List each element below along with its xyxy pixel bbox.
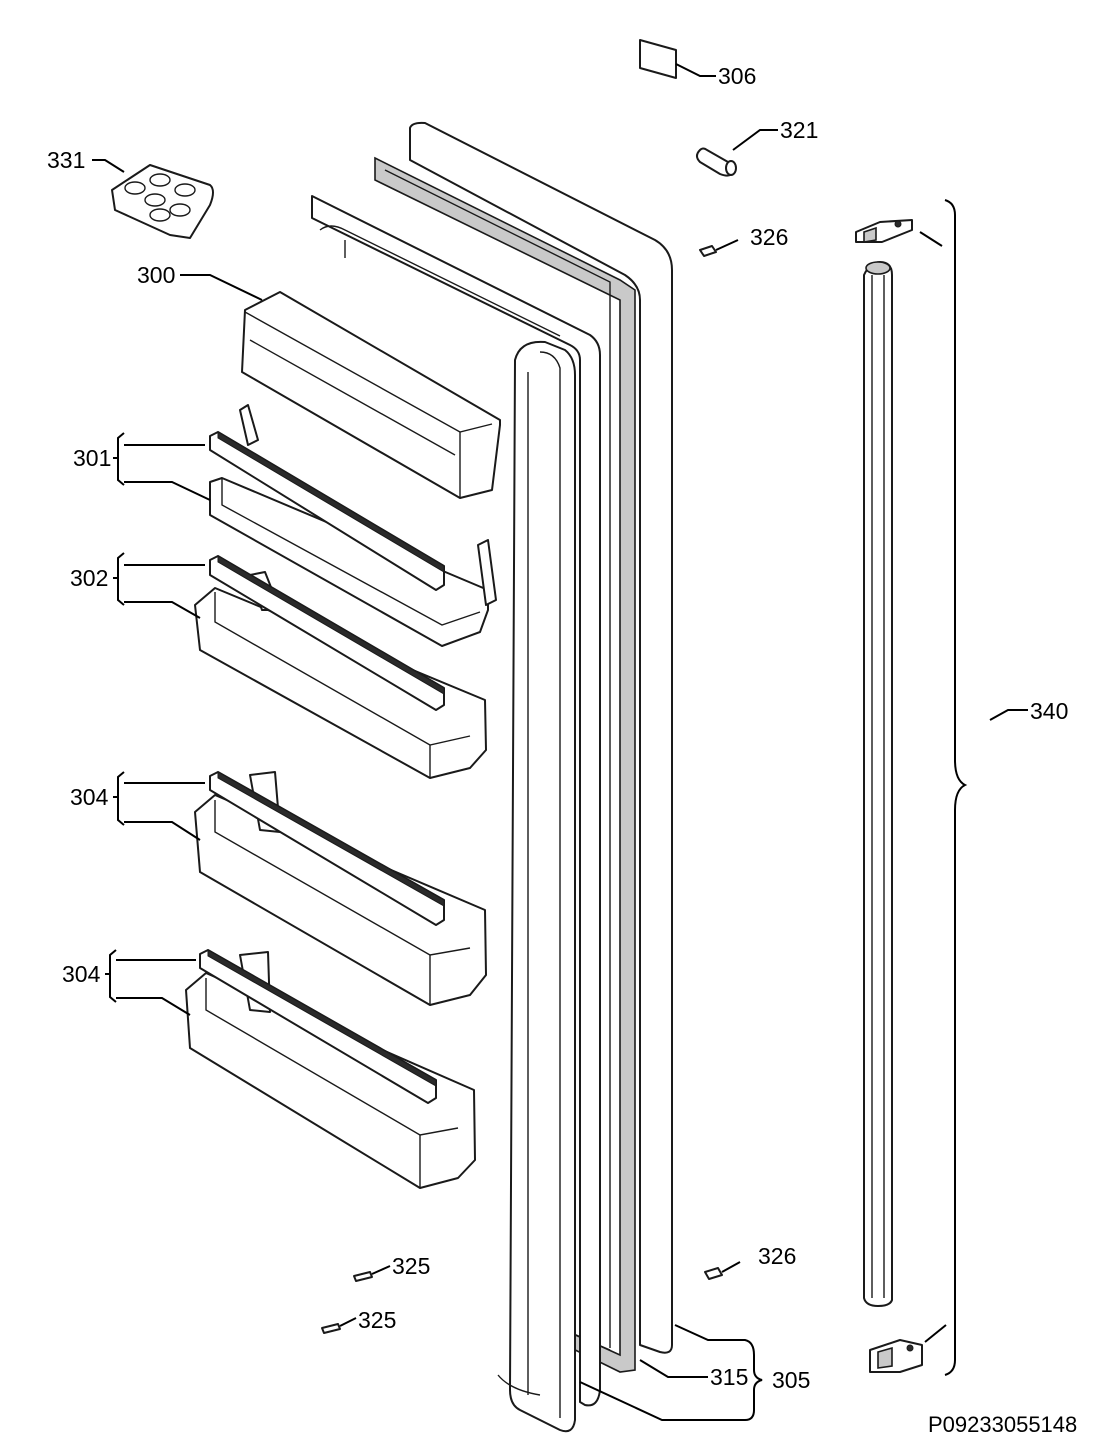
label-321: 321: [780, 117, 818, 143]
label-340: 340: [1030, 698, 1068, 724]
hinge-seal-strip: [863, 261, 893, 1307]
shelf-retainer-bar-301: [209, 431, 445, 591]
door-front-frame: [497, 340, 576, 1433]
shelf-retainer-bar-304-lower: [199, 949, 437, 1104]
screw-326-lower: [704, 1267, 723, 1280]
label-304-upper: 304: [70, 784, 109, 810]
label-325-upper: 325: [392, 1253, 430, 1279]
label-306: 306: [718, 63, 756, 89]
screw-326-upper: [699, 245, 717, 257]
lower-hinge-bracket: [869, 1339, 923, 1373]
label-326-upper: 326: [750, 224, 788, 250]
screw-325-lower: [321, 1323, 341, 1334]
door-outer-panel: [409, 121, 673, 1354]
upper-hinge-bracket: [855, 219, 913, 243]
label-326-lower: 326: [758, 1243, 796, 1269]
door-shelf-301: [209, 404, 497, 647]
cylinder-part: [696, 147, 737, 177]
label-plate: [639, 39, 677, 79]
drawing-code: P09233055148: [928, 1412, 1077, 1437]
label-304-lower: 304: [62, 961, 101, 987]
shelf-retainer-bar-304-upper: [209, 771, 445, 926]
leader-lines: [92, 63, 1028, 1421]
label-300: 300: [137, 262, 175, 288]
egg-tray: [111, 164, 214, 239]
label-305: 305: [772, 1367, 810, 1393]
dairy-compartment: [241, 291, 501, 499]
label-325-lower: 325: [358, 1307, 396, 1333]
label-331: 331: [47, 147, 85, 173]
label-315: 315: [710, 1364, 748, 1390]
label-302: 302: [70, 565, 108, 591]
screw-325-upper: [353, 1271, 373, 1282]
part-labels: 306 321 331 326 300 301 302 340 304 304 …: [47, 63, 1077, 1437]
inner-door-liner: [311, 195, 601, 1407]
label-301: 301: [73, 445, 111, 471]
shelf-retainer-bar-302: [209, 555, 445, 711]
